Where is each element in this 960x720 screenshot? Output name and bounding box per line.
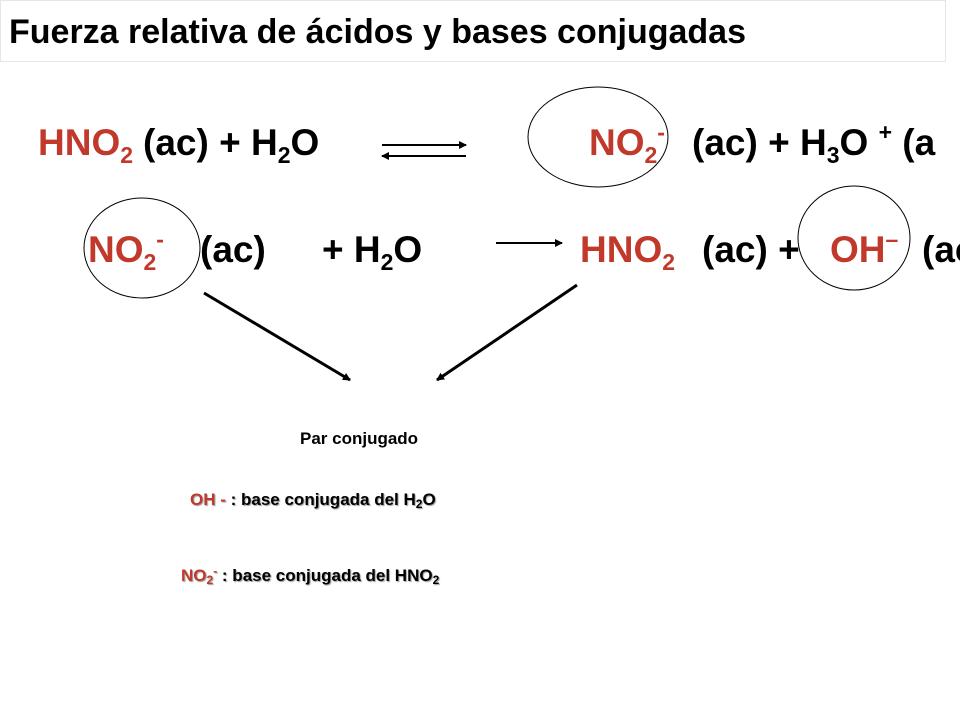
eq2-ac3: (ac <box>922 229 960 270</box>
pair-arrow-right <box>436 283 578 382</box>
circle-no2-eq1 <box>527 86 669 188</box>
eq1-conjugate-base: NO2- <box>589 119 665 168</box>
eq2-water: + H2O <box>322 229 423 275</box>
circle-no2-eq2 <box>83 197 201 299</box>
note-oh: OH - : base conjugada del H2O <box>190 490 436 511</box>
pair-arrow-left <box>203 291 351 382</box>
eq1-acid: HNO2 <box>38 122 134 168</box>
eq2-hydroxide: OH– <box>830 226 899 270</box>
eq1-products-rest: (ac) + H3O + (a <box>692 119 936 168</box>
eq2-ac2: (ac) + <box>702 229 800 270</box>
circle-oh-eq2 <box>797 185 911 291</box>
pair-label: Par conjugado <box>300 429 419 448</box>
eq2-base: NO2- <box>88 226 164 275</box>
slide-title: Fuerza relativa de ácidos y bases conjug… <box>0 0 946 62</box>
eq1-reactants-rest: (ac) + H2O <box>143 122 320 168</box>
note-no2: NO2- : base conjugada del HNO2 <box>181 564 440 587</box>
eq2-ac1: (ac) <box>200 229 266 270</box>
eq2-conjugate-acid: HNO2 <box>580 229 676 275</box>
